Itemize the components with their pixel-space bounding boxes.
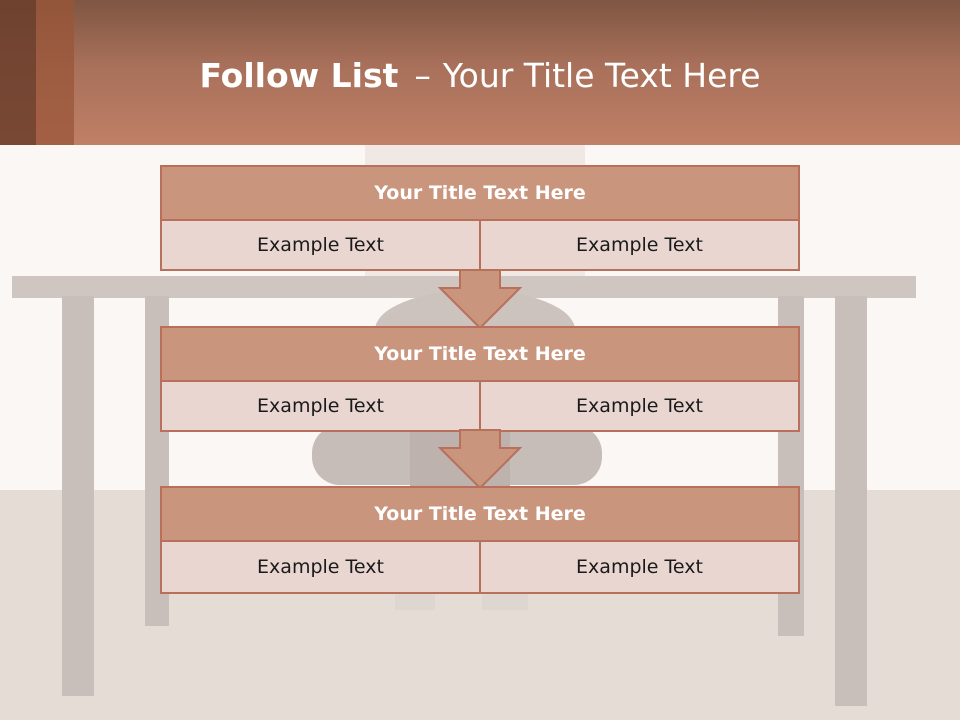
slide-title: Follow List–Your Title Text Here (0, 56, 960, 95)
block-cell-left: Example Text (162, 542, 479, 592)
slide-title-bold: Follow List (199, 56, 399, 95)
block-cell-right: Example Text (479, 542, 798, 592)
list-block: Your Title Text Here Example Text Exampl… (160, 326, 800, 432)
header-band (0, 0, 960, 145)
block-title: Your Title Text Here (160, 486, 800, 542)
down-arrow-icon (438, 269, 522, 330)
block-cell-left: Example Text (162, 382, 479, 430)
block-row: Example Text Example Text (160, 382, 800, 432)
block-title: Your Title Text Here (160, 326, 800, 382)
block-title: Your Title Text Here (160, 165, 800, 221)
slide-title-dash: – (414, 56, 431, 95)
header-accent-stripe (36, 0, 74, 145)
header-accent-stripe (0, 0, 36, 145)
list-block: Your Title Text Here Example Text Exampl… (160, 486, 800, 594)
block-row: Example Text Example Text (160, 221, 800, 271)
block-row: Example Text Example Text (160, 542, 800, 594)
down-arrow-icon (438, 429, 522, 490)
block-cell-left: Example Text (162, 221, 479, 269)
list-block: Your Title Text Here Example Text Exampl… (160, 165, 800, 271)
block-cell-right: Example Text (479, 382, 798, 430)
slide-title-rest: Your Title Text Here (442, 56, 761, 95)
block-cell-right: Example Text (479, 221, 798, 269)
